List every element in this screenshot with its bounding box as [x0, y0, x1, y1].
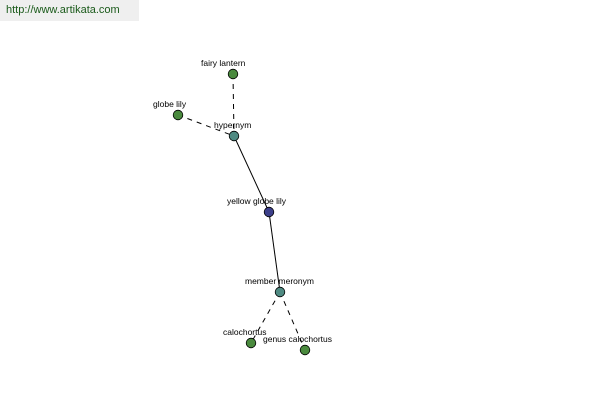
label-genus-calochortus[interactable]: genus calochortus [263, 334, 332, 344]
edge-yellow-globe-lily-to-member-meronym [268, 211, 281, 293]
label-hypernym[interactable]: hypernym [214, 120, 251, 130]
graph-nodes [172, 68, 311, 356]
node-calochortus[interactable] [245, 337, 257, 349]
label-member-meronym[interactable]: member meronym [245, 276, 314, 286]
node-hypernym[interactable] [228, 130, 240, 142]
node-fairy-lantern[interactable] [227, 68, 239, 80]
node-globe-lily[interactable] [172, 109, 184, 121]
site-url-link[interactable]: http://www.artikata.com [0, 0, 139, 21]
edge-fairy-lantern-to-hypernym [232, 73, 235, 137]
node-genus-calochortus[interactable] [299, 344, 311, 356]
label-yellow-globe-lily[interactable]: yellow globe lily [227, 196, 287, 206]
graph-labels: fairy lantern globe lily hypernym yellow gl… [153, 58, 332, 344]
label-globe-lily[interactable]: globe lily [153, 99, 187, 109]
graph-edges [177, 73, 306, 351]
edge-member-meronym-to-genus-calochortus [279, 291, 306, 351]
node-yellow-globe-lily[interactable] [263, 206, 275, 218]
label-calochortus[interactable]: calochortus [223, 327, 266, 337]
node-member-meronym[interactable] [274, 286, 286, 298]
edge-hypernym-to-yellow-globe-lily [233, 135, 270, 213]
label-fairy-lantern[interactable]: fairy lantern [201, 58, 246, 68]
